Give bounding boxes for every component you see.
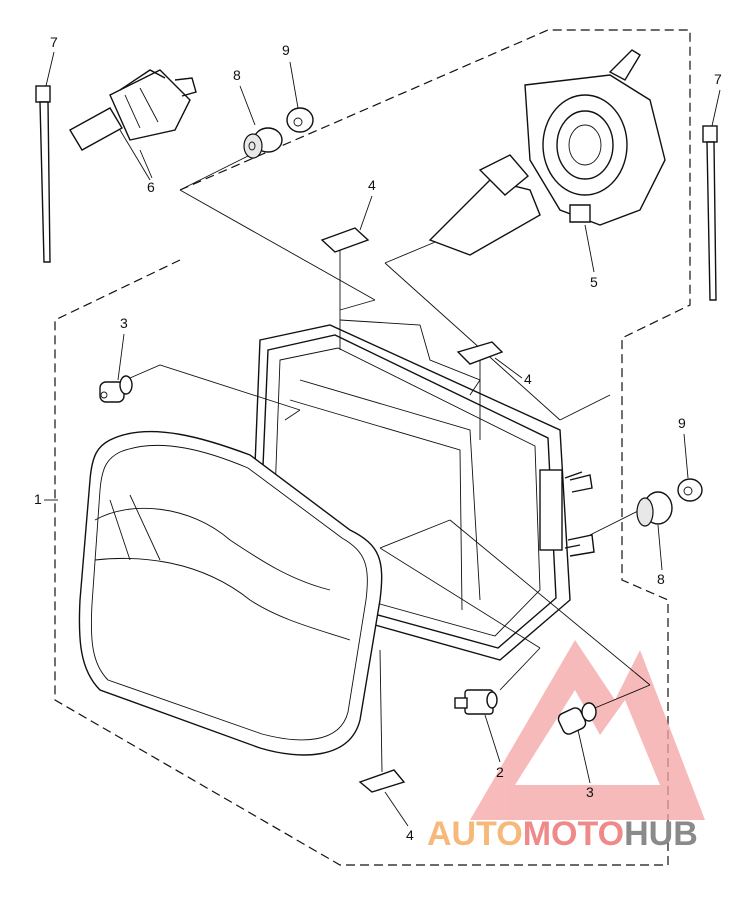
adjuster-3-right [557, 702, 597, 735]
socket-5 [428, 49, 666, 256]
watermark-auto: AUTO [427, 815, 523, 853]
watermark-logo [470, 640, 705, 820]
nut-9-top [286, 107, 314, 133]
grommet-8-top [243, 127, 283, 159]
callout-9-top: 9 [282, 42, 290, 58]
assembly-boundary-dashed [54, 29, 691, 866]
callout-9-right: 9 [678, 415, 686, 431]
callout-2: 2 [496, 764, 504, 780]
callout-6: 6 [147, 179, 155, 195]
watermark-text: AUTOMOTOHUB [427, 815, 698, 853]
watermark-triangle-inner [515, 690, 660, 785]
callout-8-top: 8 [233, 67, 241, 83]
callout-8-right: 8 [657, 571, 665, 587]
callout-5: 5 [590, 274, 598, 290]
clip-4-bottom [358, 769, 406, 793]
clip-4-right [456, 341, 504, 365]
callout-4-right: 4 [524, 371, 532, 387]
callout-4-bottom: 4 [406, 827, 414, 843]
watermark-hub: HUB [624, 815, 698, 853]
callout-7-left: 7 [50, 34, 58, 50]
grommet-8-right [636, 491, 673, 527]
nut-9-right [677, 478, 703, 502]
bulb-6 [69, 69, 197, 181]
socket-2 [454, 689, 498, 715]
callout-7-right: 7 [714, 71, 722, 87]
callout-1: 1 [34, 491, 42, 507]
callout-4-top: 4 [368, 177, 376, 193]
callout-3-left: 3 [120, 315, 128, 331]
callout-leaders [45, 51, 721, 827]
clip-4-top [320, 227, 370, 253]
watermark-moto: MOTO [523, 815, 624, 853]
adjuster-3-left [99, 375, 133, 403]
tie-band-7-left [35, 85, 51, 263]
tie-band-7-right [702, 125, 718, 301]
callout-3-right: 3 [586, 784, 594, 800]
headlight-lens [78, 430, 383, 756]
leader-lines [129, 154, 651, 773]
